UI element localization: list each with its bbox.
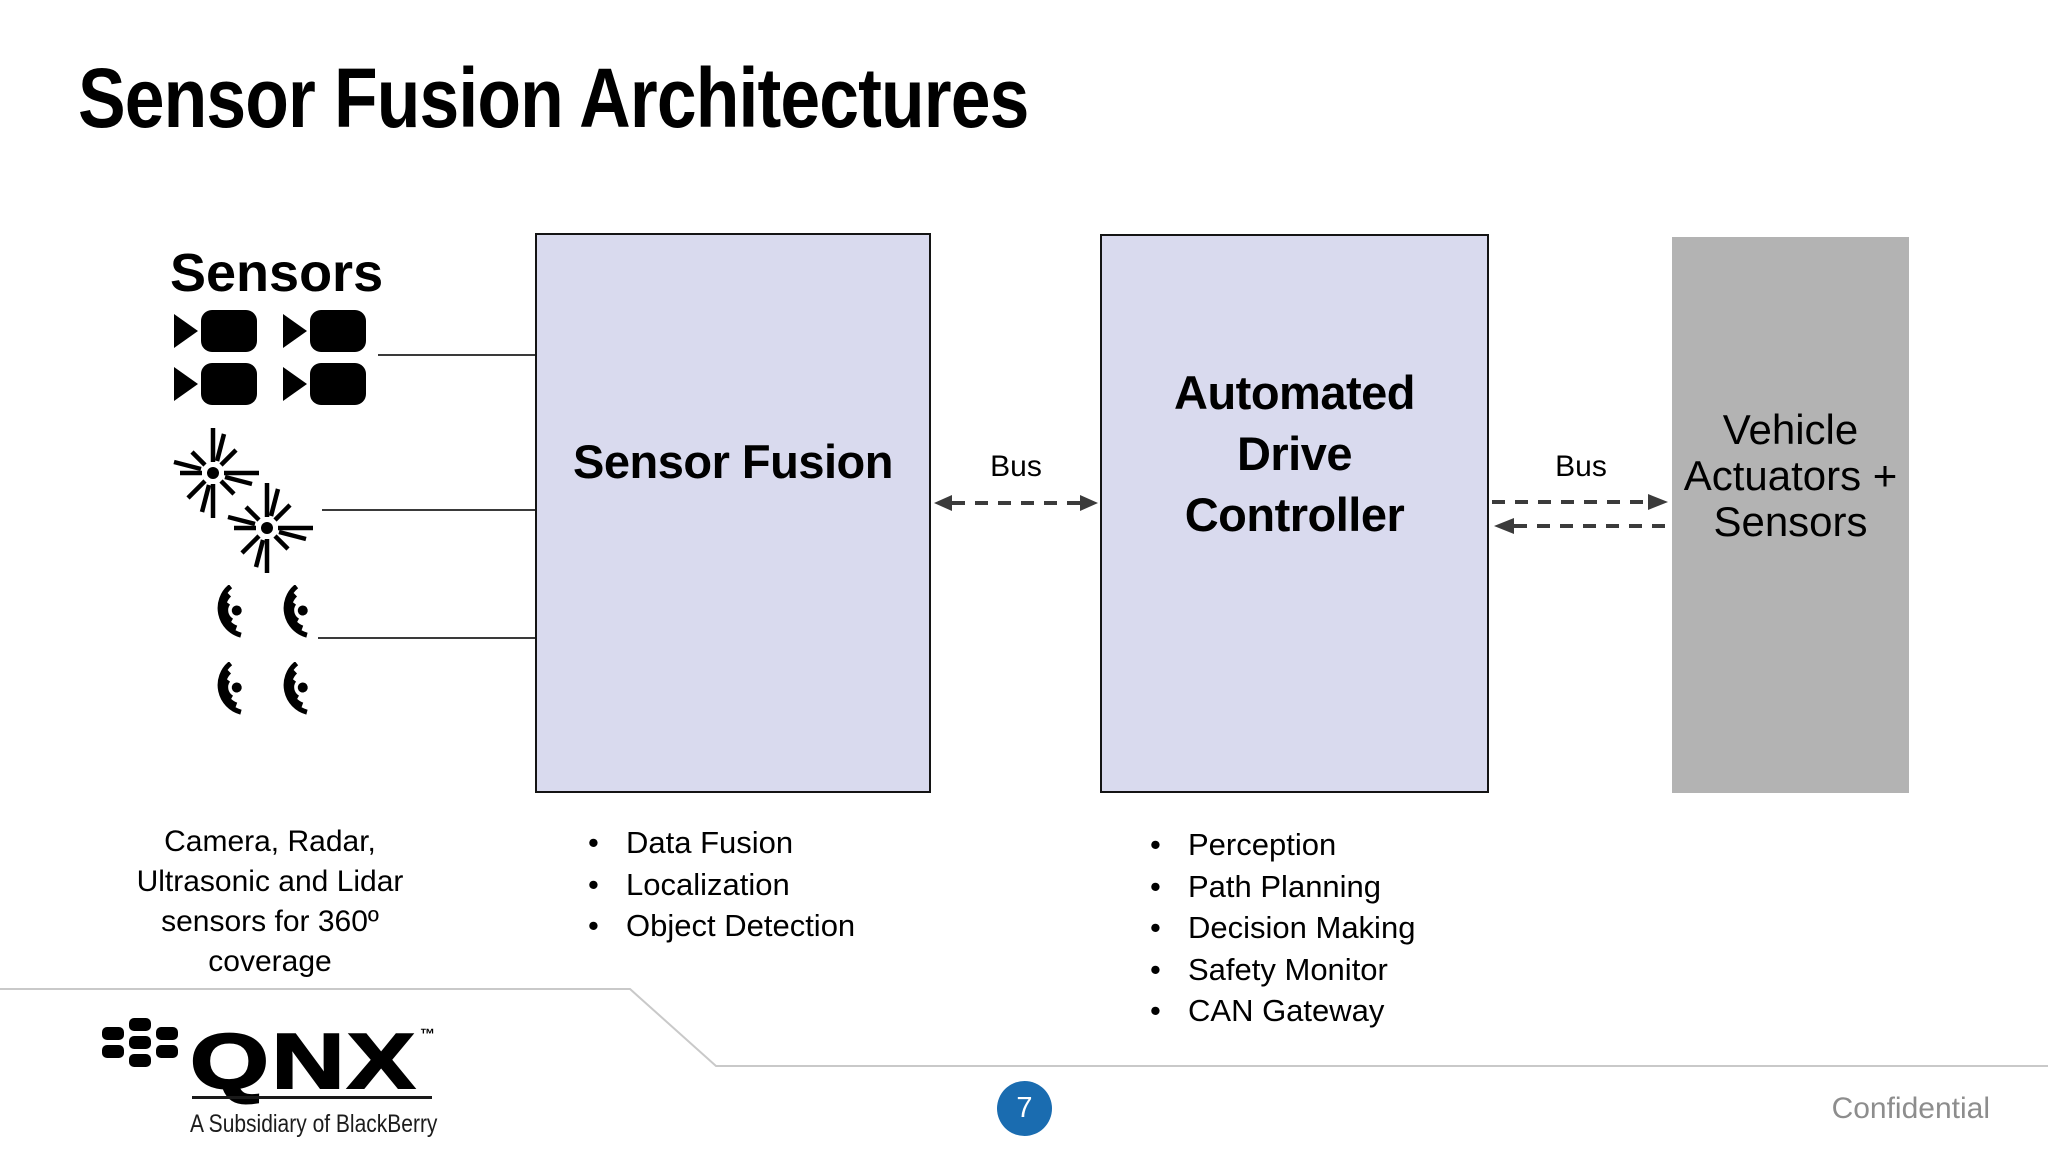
bus-right-label: Bus — [1555, 450, 1607, 483]
connector-ultrasonic — [318, 637, 535, 639]
blackberry-glyph-icon — [102, 1018, 178, 1067]
connector-lidar — [322, 509, 535, 511]
video-camera-icon — [174, 363, 257, 405]
sensor-fusion-bullets: Data FusionLocalizationObject Detection — [588, 822, 855, 947]
bus-left-label: Bus — [990, 450, 1042, 483]
bus-left-arrow-icon — [934, 495, 1098, 511]
bullet-item: Path Planning — [1150, 866, 1415, 908]
drive-controller-bullets: PerceptionPath PlanningDecision MakingSa… — [1150, 824, 1415, 1032]
lidar-burst-icon — [220, 481, 314, 575]
bullet-item: Perception — [1150, 824, 1415, 866]
page-number-badge: 7 — [997, 1081, 1052, 1136]
video-camera-icon — [283, 310, 366, 352]
qnx-logo-wordmark: QNX — [189, 1017, 418, 1105]
video-camera-icon — [174, 310, 257, 352]
ultrasonic-wave-icon — [263, 585, 319, 641]
slide-title: Sensor Fusion Architectures — [78, 51, 1029, 145]
qnx-logo-subtitle: A Subsidiary of BlackBerry — [190, 1110, 438, 1138]
footer-separator — [0, 988, 2048, 1067]
bullet-item: Decision Making — [1150, 907, 1415, 949]
sensors-heading: Sensors — [170, 243, 384, 303]
ultrasonic-wave-icon — [263, 662, 319, 718]
bullet-item: Object Detection — [588, 905, 855, 947]
bus-right-arrow-in-icon — [1494, 518, 1670, 534]
bullet-item: CAN Gateway — [1150, 990, 1415, 1032]
sensors-caption: Camera, Radar, Ultrasonic and Lidar sens… — [136, 825, 404, 978]
drive-controller-label: Automated Drive Controller — [1174, 366, 1415, 541]
connector-cameras — [378, 354, 535, 356]
qnx-trademark: ™ — [420, 1026, 435, 1043]
ultrasonic-wave-icon — [197, 585, 253, 641]
page-number: 7 — [1016, 1092, 1033, 1124]
sensor-fusion-box: Sensor Fusion — [535, 233, 931, 793]
qnx-logo-rule — [192, 1096, 432, 1099]
sensor-fusion-label: Sensor Fusion — [573, 435, 893, 488]
confidential-label: Confidential — [1831, 1092, 1990, 1125]
bus-right-arrow-out-icon — [1492, 494, 1668, 510]
video-camera-icon — [283, 363, 366, 405]
vehicle-actuators-box: Vehicle Actuators + Sensors — [1672, 237, 1909, 793]
ultrasonic-wave-icon — [197, 662, 253, 718]
drive-controller-box: Automated Drive Controller — [1100, 234, 1489, 793]
bullet-item: Safety Monitor — [1150, 949, 1415, 991]
vehicle-actuators-label: Vehicle Actuators + Sensors — [1683, 406, 1898, 545]
bullet-item: Localization — [588, 864, 855, 906]
bullet-item: Data Fusion — [588, 822, 855, 864]
